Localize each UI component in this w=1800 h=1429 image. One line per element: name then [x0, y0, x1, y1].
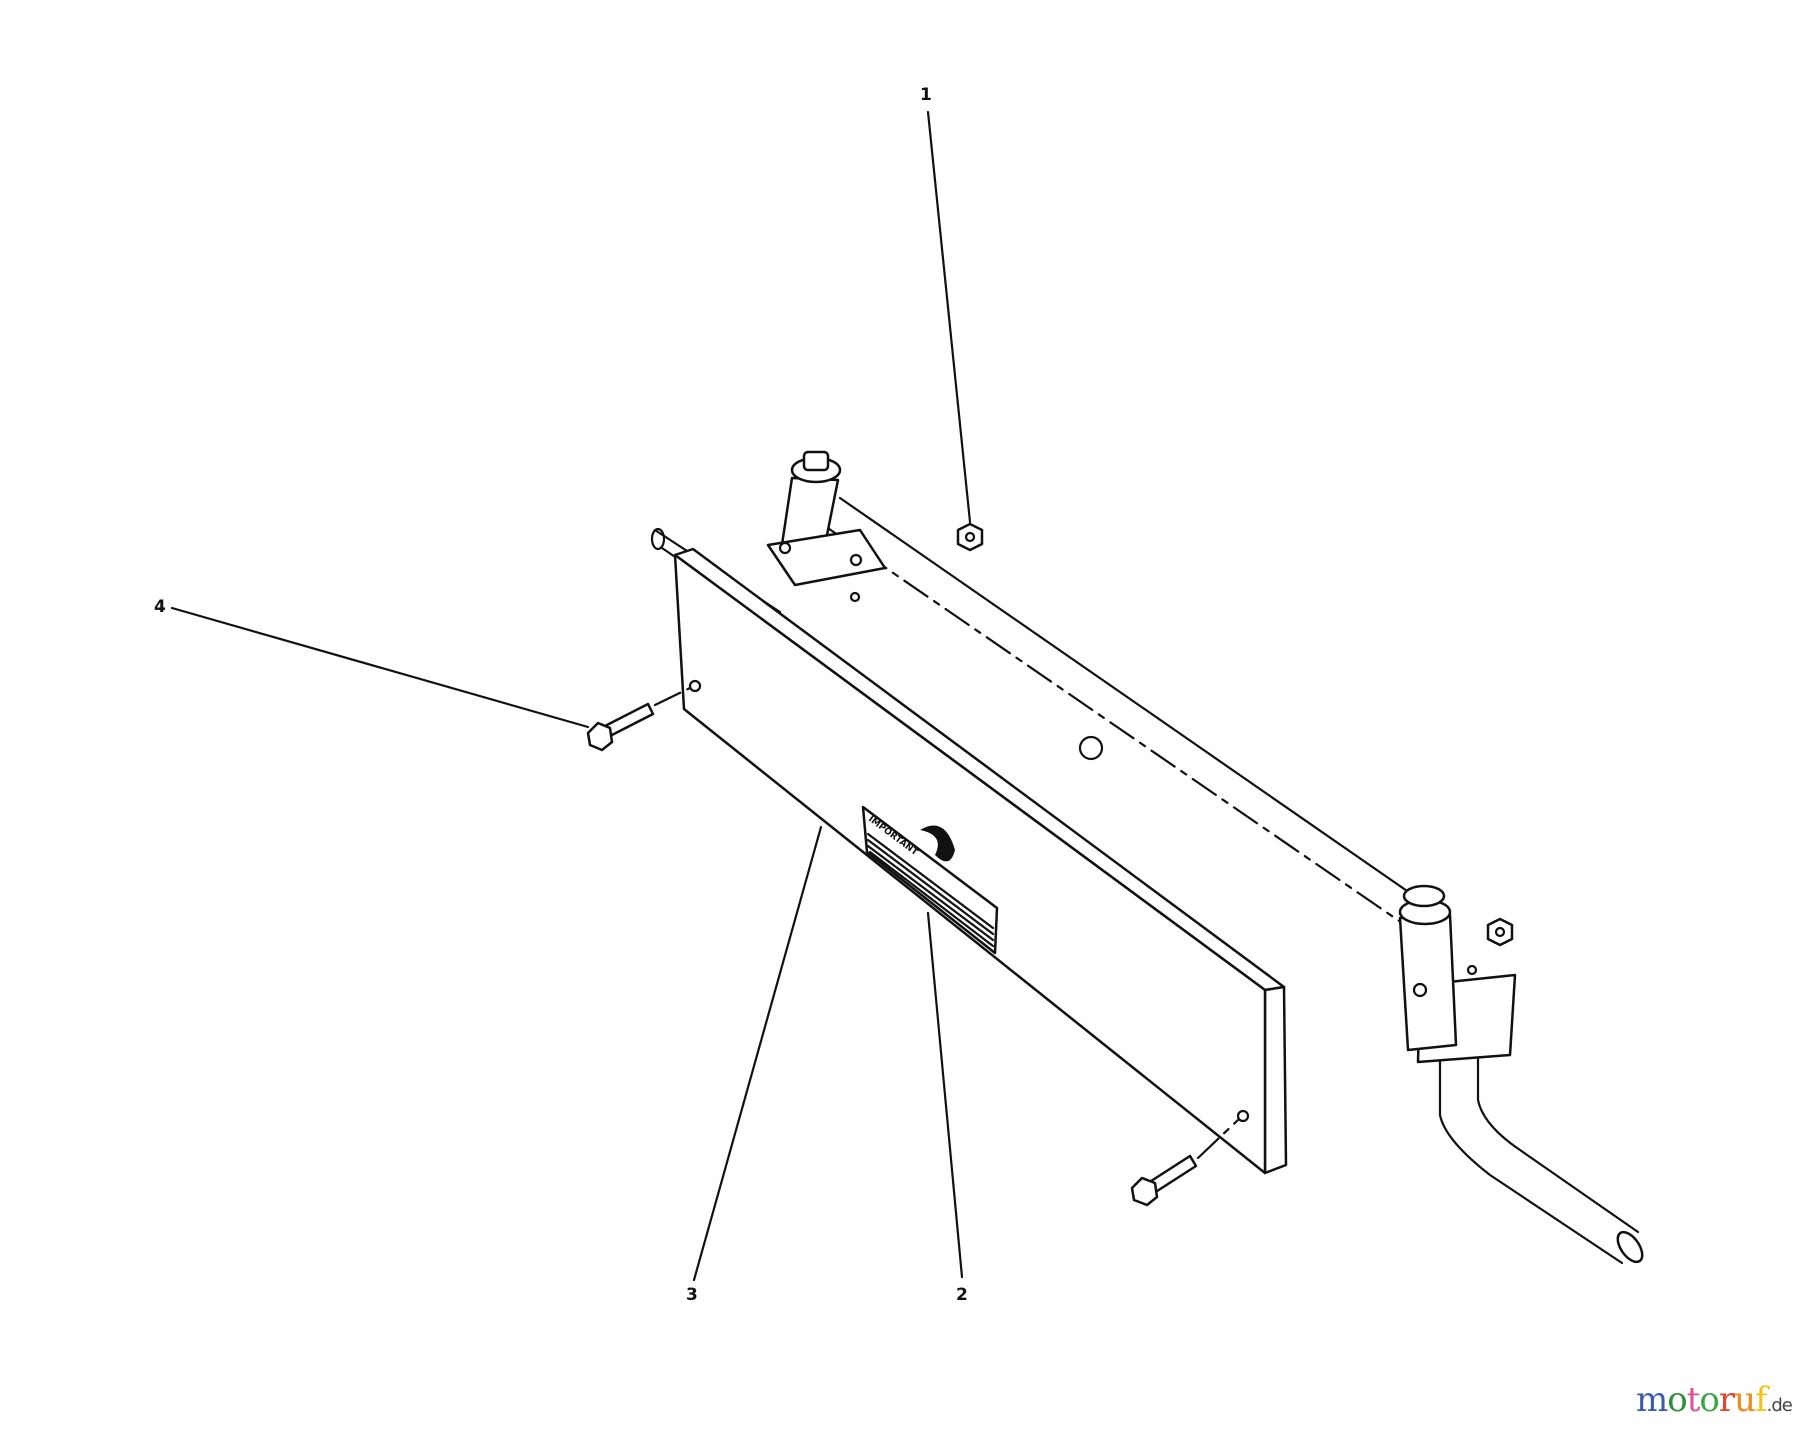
nut-icon — [956, 522, 984, 552]
bar-hole — [1078, 735, 1104, 761]
left-post — [766, 450, 887, 603]
nut-icon — [1486, 917, 1514, 947]
callout-3: 3 — [686, 1285, 698, 1305]
bolt-icon — [1130, 1118, 1240, 1207]
callout-2: 2 — [956, 1285, 968, 1305]
decal: IMPORTANT — [861, 805, 999, 955]
board — [673, 547, 1288, 1175]
right-post — [1398, 884, 1644, 1265]
bolt-icon — [586, 686, 692, 752]
callout-leaders — [170, 110, 972, 1282]
callout-4: 4 — [154, 597, 166, 617]
callout-1: 1 — [920, 85, 932, 105]
watermark-logo: motoruf.de — [1636, 1380, 1793, 1420]
board-hole-left — [688, 679, 702, 693]
board-hole-right — [1236, 1109, 1250, 1123]
